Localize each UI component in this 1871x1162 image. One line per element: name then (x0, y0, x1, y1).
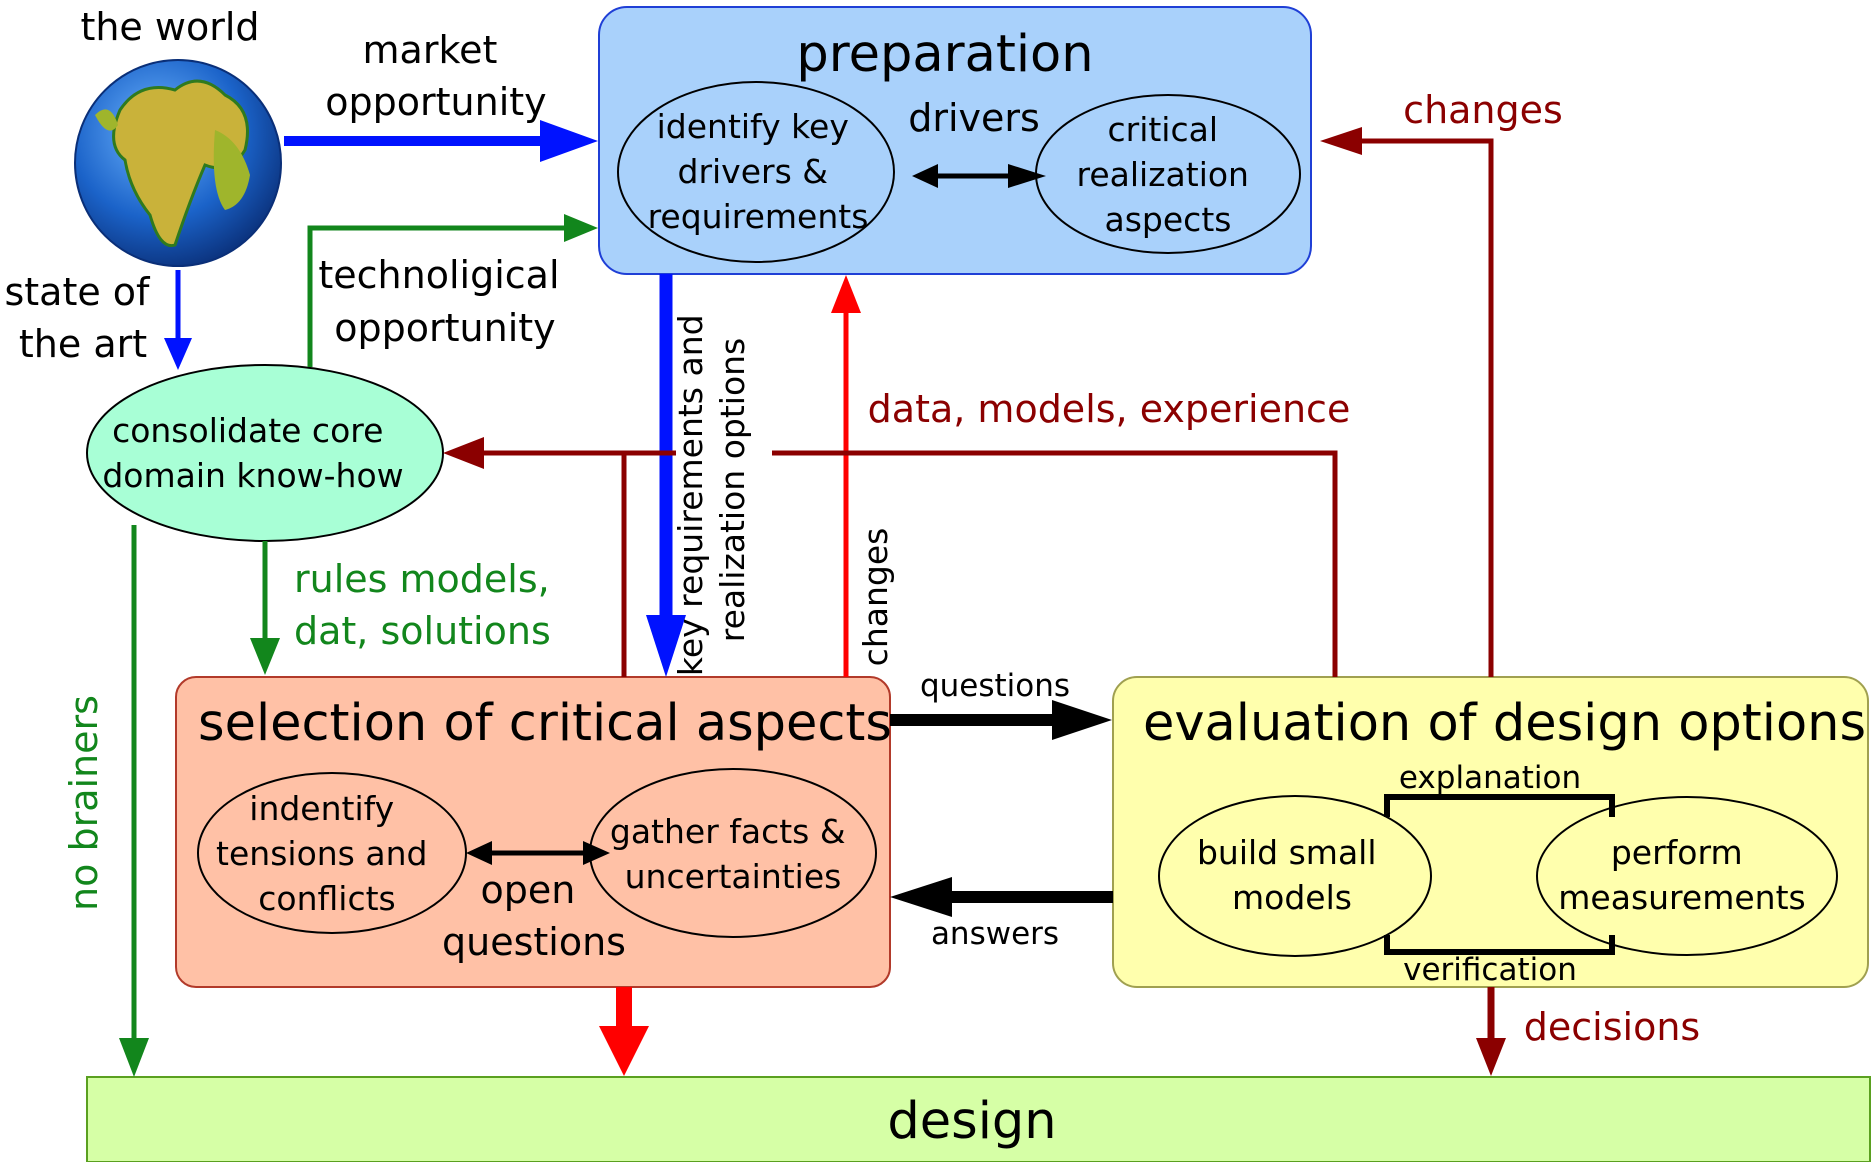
data-models-experience-label: data, models, experience (868, 387, 1351, 431)
drivers-label: drivers (908, 96, 1040, 140)
questions-label: questions (920, 668, 1070, 704)
design-title: design (887, 1092, 1056, 1151)
preparation-title: preparation (796, 25, 1093, 84)
verification-label: verification (1403, 952, 1577, 988)
answers-label: answers (931, 916, 1059, 952)
consolidate-label: consolidate core domain know-how (102, 411, 403, 495)
evaluation-title: evaluation of design options (1143, 694, 1866, 753)
globe-icon (74, 59, 282, 267)
technological-opportunity-label: technoligical opportunity (318, 253, 571, 350)
perform-measurements-label: perform measurements (1558, 833, 1805, 917)
no-brainers-label: no brainers (62, 695, 106, 911)
market-opportunity-label: market opportunity (325, 28, 546, 124)
changes-vertical-label: changes (856, 528, 895, 667)
world-title: the world (80, 5, 259, 49)
design-box (86, 1076, 1871, 1162)
key-requirements-label: key requirements and realization options (671, 304, 752, 676)
perform-measurements-ellipse (1536, 796, 1838, 956)
identify-key-drivers-label: identify key drivers & requirements (648, 107, 869, 236)
open-questions-label: open questions (442, 868, 626, 964)
selection-box (175, 676, 891, 988)
state-of-art-label: state of the art (4, 270, 161, 366)
critical-realization-label: critical realization aspects (1077, 110, 1260, 239)
identify-key-drivers-ellipse (617, 81, 895, 263)
consolidate-ellipse (86, 364, 444, 542)
explanation-label: explanation (1399, 760, 1581, 796)
build-small-models-label: build small models (1197, 833, 1387, 917)
gather-facts-label: gather facts & uncertainties (610, 812, 856, 896)
preparation-box (598, 6, 1312, 275)
identify-tensions-label: indentify tensions and conflicts (216, 789, 438, 918)
selection-title: selection of critical aspects (198, 694, 892, 753)
build-small-models-ellipse (1158, 795, 1432, 957)
changes-top-label: changes (1403, 88, 1563, 132)
rules-models-label: rules models, dat, solutions (294, 557, 562, 653)
decisions-label: decisions (1524, 1005, 1700, 1049)
